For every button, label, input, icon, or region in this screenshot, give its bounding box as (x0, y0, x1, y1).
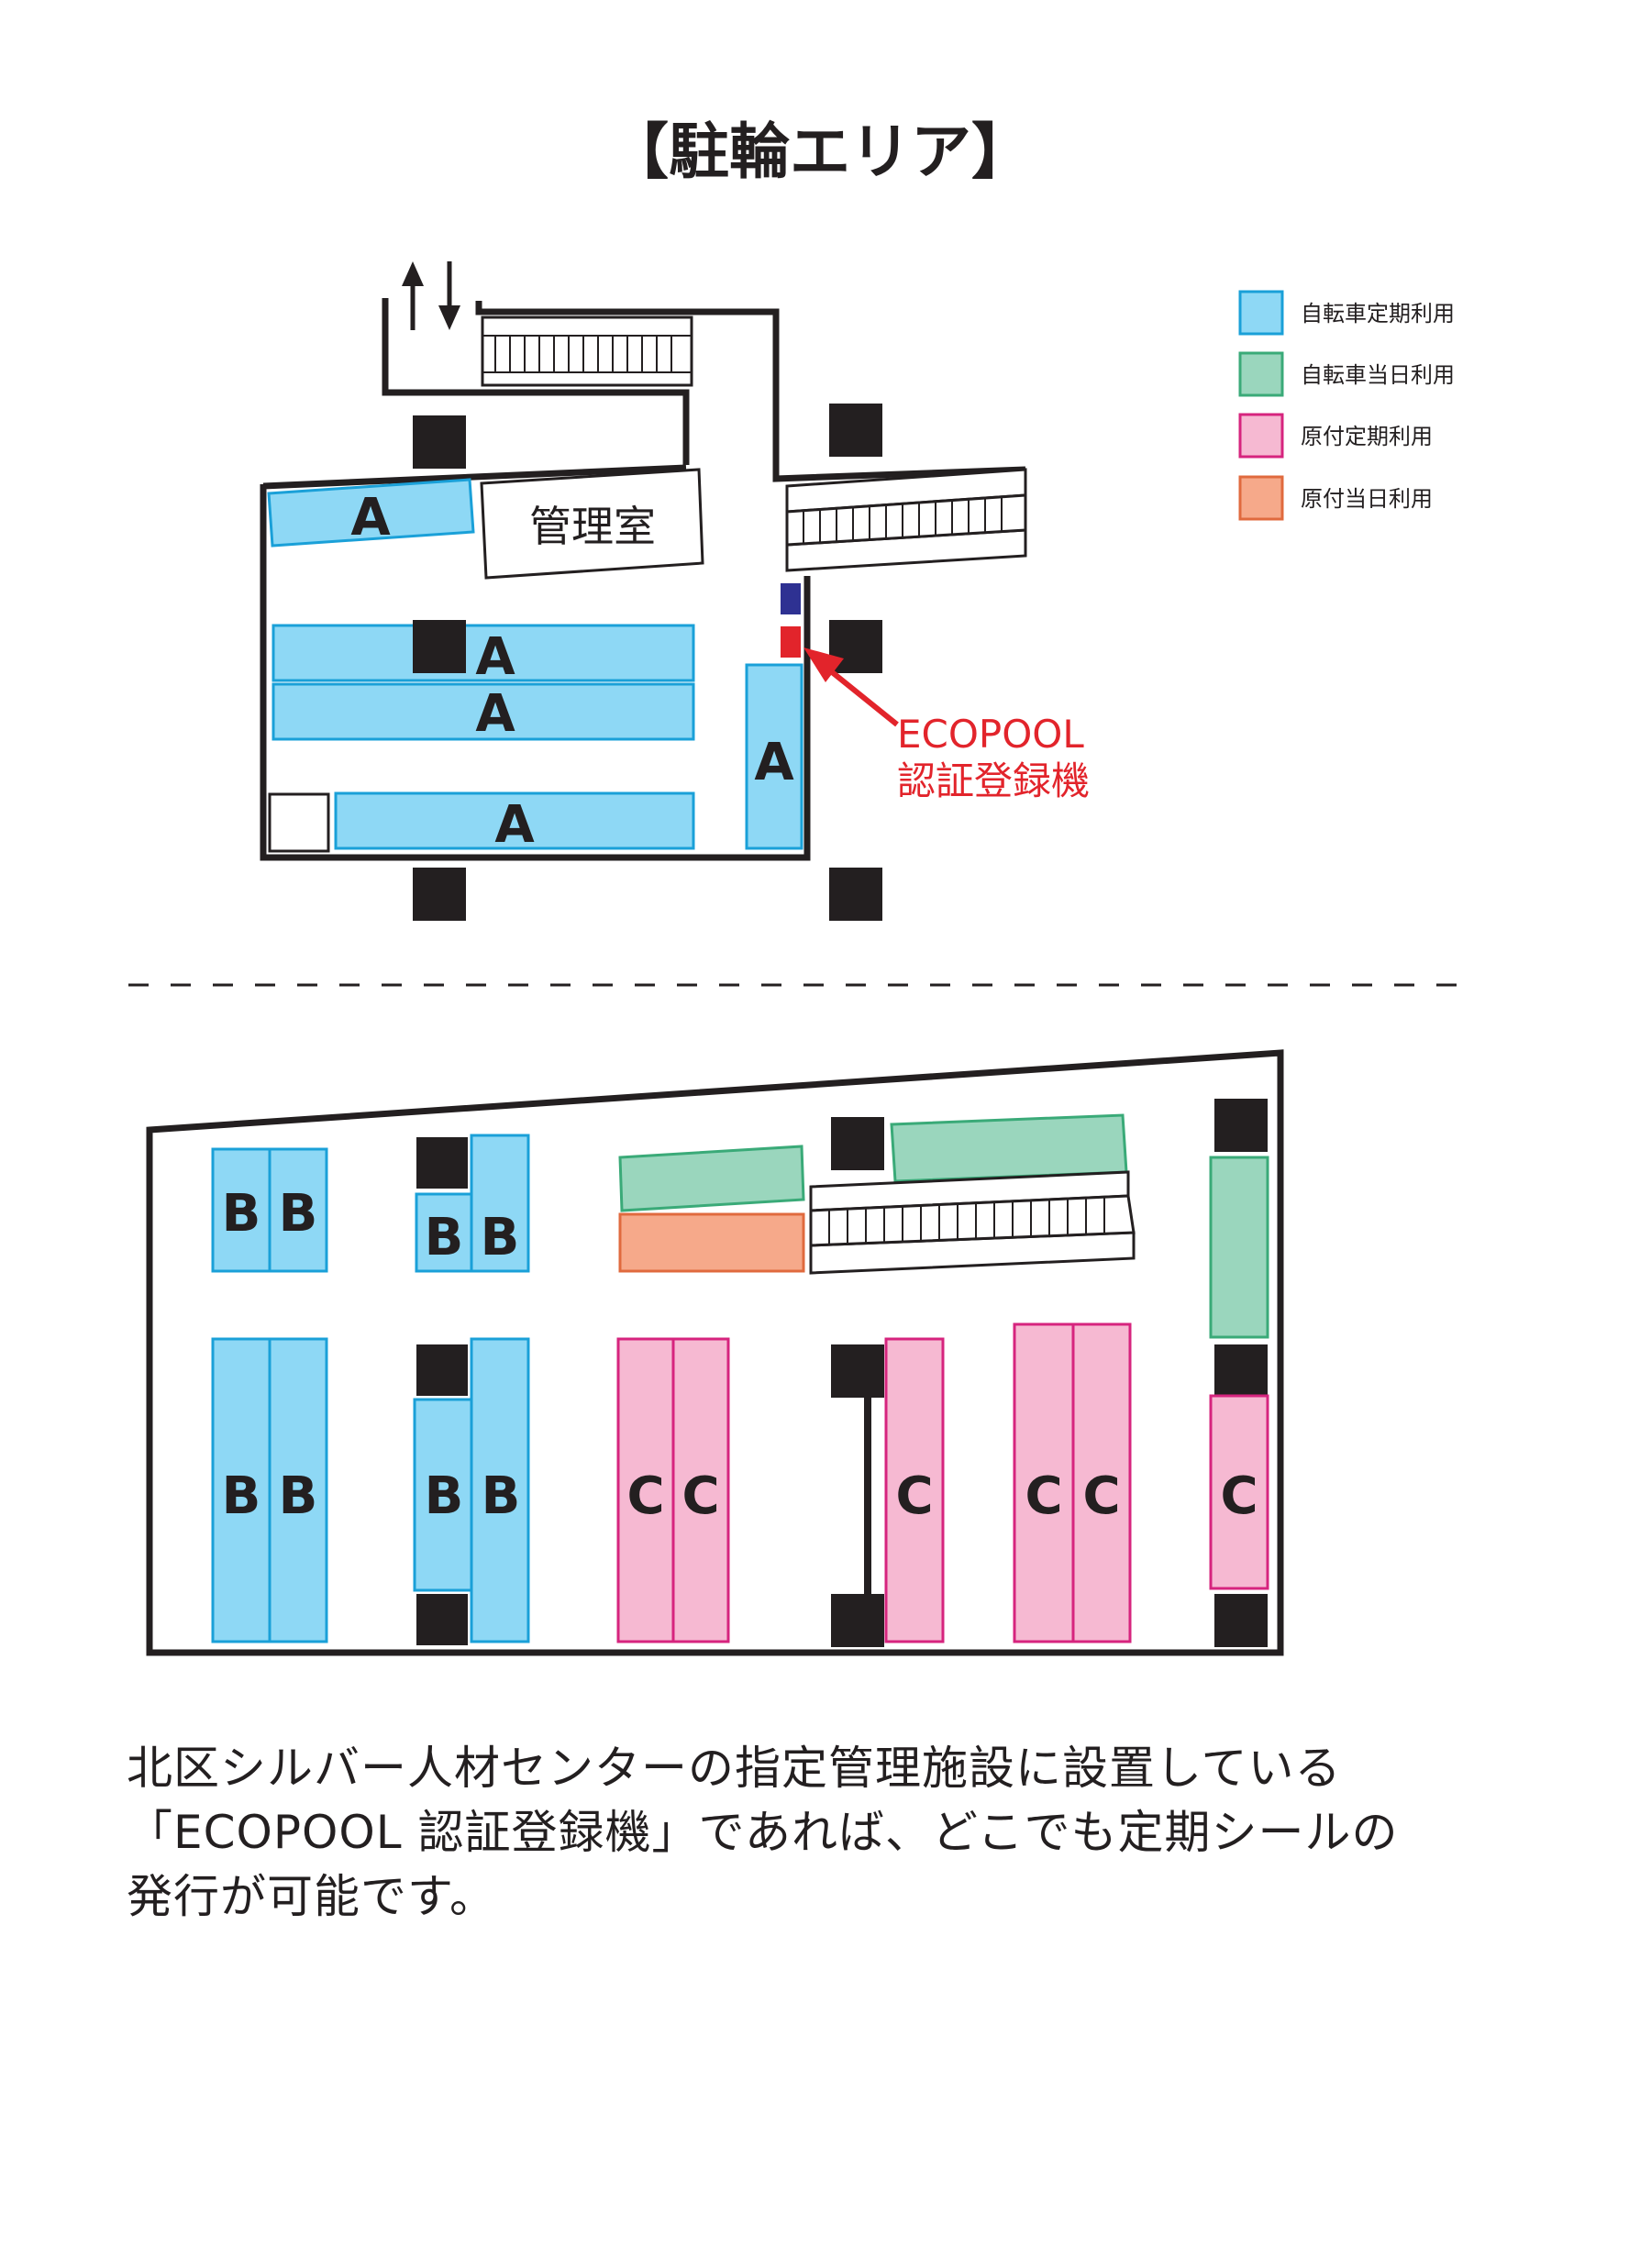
office-label: 管理室 (529, 502, 656, 551)
zone-b-top-mid[interactable]: B B (415, 1134, 530, 1273)
zone-label: B (482, 1466, 521, 1526)
ecopool-machine-red[interactable] (781, 626, 801, 658)
zone-label: A (475, 684, 515, 744)
page-title: 【駐輪エリア】 (608, 116, 1032, 187)
lower-room-wall (146, 1049, 1284, 1656)
zone-label: B (481, 1208, 520, 1267)
legend-swatch (1238, 290, 1284, 336)
zone-b-bottom-left[interactable]: B B (211, 1337, 328, 1643)
zone-a-top[interactable]: A (267, 478, 475, 548)
zone-a-row1[interactable]: A (271, 620, 695, 687)
zone-label: B (425, 1466, 464, 1526)
zone-label: C (895, 1466, 933, 1526)
zone-label: C (1082, 1466, 1120, 1526)
legend-swatch (1238, 475, 1284, 521)
machine-label-line1: ECOPOOL (897, 712, 1084, 757)
description-line-1: 北区シルバー人材センターの指定管理施設に設置している (127, 1742, 1342, 1795)
lower-floor-map: B B B B (146, 1049, 1284, 1656)
zone-label: B (222, 1466, 261, 1526)
building-wall-right (475, 301, 1026, 482)
zone-label: B (425, 1208, 464, 1267)
zone-c-3[interactable]: C C (1013, 1322, 1132, 1643)
zone-label: C (626, 1466, 664, 1526)
zone-a-right[interactable]: A (745, 663, 803, 850)
pillars-lower (416, 1099, 1268, 1647)
stair-wall (382, 298, 690, 465)
bicycle-daily-area-3[interactable] (1209, 1156, 1269, 1339)
zone-a-row3[interactable]: A (334, 791, 695, 855)
zone-label: B (279, 1184, 318, 1244)
upper-floor-map: 管理室 A A A A A (260, 261, 1090, 921)
zone-label: A (754, 733, 794, 792)
legend-item-bicycle-daily: 自転車当日利用 (1238, 351, 1455, 397)
zone-label: C (681, 1466, 719, 1526)
stairs-upper (481, 315, 693, 387)
zone-label: C (1025, 1466, 1062, 1526)
up-down-arrow-icon (402, 261, 460, 330)
zone-b-top-left[interactable]: B B (211, 1147, 328, 1273)
zone-b-bottom-mid[interactable]: B B (413, 1337, 530, 1643)
office-room (480, 468, 704, 580)
legend-swatch (1238, 351, 1284, 397)
zone-c-1[interactable]: C C (616, 1337, 730, 1643)
bicycle-daily-area-2[interactable] (890, 1113, 1128, 1183)
legend-item-moped-daily: 原付当日利用 (1238, 475, 1433, 521)
ecopool-machine-blue[interactable] (781, 583, 801, 614)
machine-label-line2: 認証登録機 (897, 758, 1090, 803)
escalator-upper (785, 468, 1027, 572)
legend: 自転車定期利用 自転車当日利用 原付定期利用 原付当日利用 (1238, 290, 1455, 521)
zone-c-2[interactable]: C (884, 1337, 945, 1643)
bicycle-daily-area-1[interactable] (618, 1145, 805, 1212)
zone-label: A (475, 627, 515, 687)
zone-a-row2[interactable]: A (271, 682, 695, 744)
description-line-2: 「ECOPOOL 認証登録機」であれば、どこでも定期シールの (127, 1806, 1399, 1859)
zone-label: A (494, 795, 535, 855)
legend-item-bicycle-regular: 自転車定期利用 (1238, 290, 1455, 336)
legend-label: 原付定期利用 (1301, 424, 1433, 449)
legend-swatch (1238, 413, 1284, 459)
legend-item-moped-regular: 原付定期利用 (1238, 413, 1433, 459)
machine-pointer-arrow-icon (803, 647, 899, 727)
zone-label: C (1220, 1466, 1258, 1526)
moped-daily-area[interactable] (618, 1212, 805, 1273)
legend-label: 原付当日利用 (1301, 486, 1433, 512)
legend-label: 自転車当日利用 (1301, 362, 1455, 388)
zone-label: A (350, 488, 391, 548)
zone-label: B (279, 1466, 318, 1526)
description-line-3: 発行が可能です。 (127, 1870, 496, 1923)
small-room (268, 792, 330, 853)
zone-label: B (222, 1184, 261, 1244)
escalator-lower (809, 1170, 1136, 1275)
legend-label: 自転車定期利用 (1301, 301, 1455, 326)
zone-c-4[interactable]: C (1209, 1394, 1269, 1590)
